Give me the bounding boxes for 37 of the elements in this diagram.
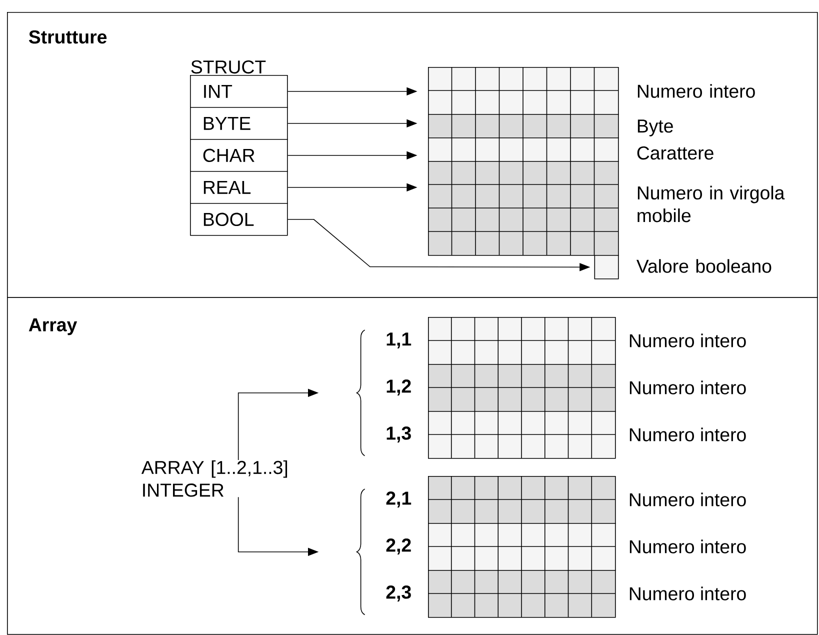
field-box: BOOL: [190, 203, 288, 236]
cell-label: Numero intero: [630, 380, 746, 394]
memory-cells: [428, 137, 619, 162]
field-box: CHAR: [190, 139, 288, 172]
memory-cells: [594, 255, 619, 280]
memory-cells: [428, 160, 619, 256]
cell-label: Carattere: [637, 146, 714, 160]
cell-label: Numero intero: [638, 84, 755, 98]
field-box: REAL: [190, 171, 288, 204]
type-declaration: ARRAY [1..2,1..3] INTEGER: [141, 460, 288, 497]
brace: [356, 330, 366, 456]
cell-label: Numero intero: [630, 540, 746, 554]
index-label: 1,3: [386, 426, 411, 442]
field-box: BYTE: [190, 107, 288, 140]
cell-label: Byte: [638, 120, 673, 136]
memory-cells: [428, 410, 616, 459]
cell-label: Numero intero: [630, 586, 746, 600]
memory-cells: [428, 522, 616, 571]
brace: [356, 488, 366, 616]
cell-label: Numero in virgola mobile: [638, 186, 785, 222]
index-label: 2,2: [386, 538, 411, 554]
memory-cells: [428, 476, 616, 524]
index-label: 1,2: [386, 380, 411, 396]
memory-cells: [428, 114, 619, 138]
cell-label: Valore booleano: [636, 259, 772, 273]
cell-label: Numero intero: [630, 428, 746, 442]
field-box: INT: [190, 75, 288, 108]
index-label: 2,1: [386, 492, 412, 508]
memory-cells: [428, 570, 616, 618]
memory-cells: [428, 66, 619, 115]
memory-cells: [428, 364, 616, 412]
index-label: 2,3: [386, 586, 411, 602]
struct-heading: STRUCT: [191, 60, 266, 74]
cell-label: Numero intero: [630, 492, 746, 506]
memory-cells: [428, 316, 616, 365]
cell-label: Numero intero: [630, 334, 746, 348]
index-label: 1,1: [386, 332, 412, 348]
